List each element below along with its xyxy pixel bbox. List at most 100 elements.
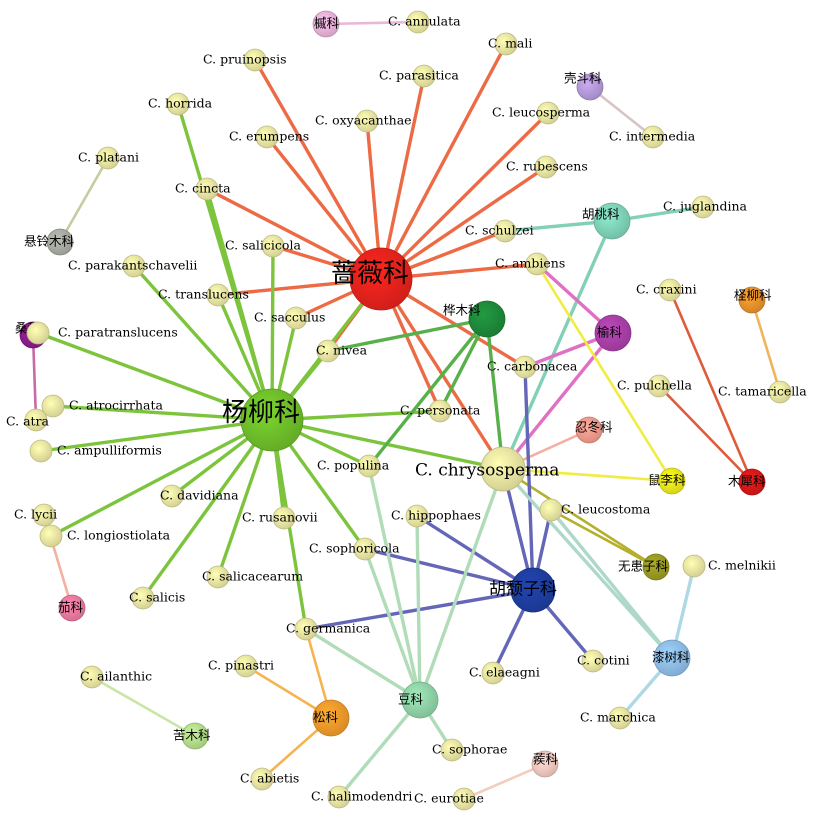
node-circle-qishu — [653, 639, 691, 677]
node-circle-paratranslucens — [26, 321, 50, 345]
node-circle-muxi — [738, 468, 766, 496]
edge-wuhuanzi-leucostoma — [549, 508, 658, 569]
edge-qian-annulata — [324, 20, 420, 26]
node-label-leucostoma: C. leucostoma — [561, 502, 651, 517]
node-wuhuanzi: 无患子科 — [618, 553, 670, 581]
node-label-elaeagni: C. elaeagni — [469, 665, 540, 680]
edge-qiangwei-cincta — [205, 187, 383, 281]
node-ampulliformis: C. ampulliformis — [29, 439, 162, 463]
node-circle-longiostiolata — [39, 524, 63, 548]
node-ji: 蒺科 — [531, 750, 559, 778]
node-ailanthic: C. ailanthic — [80, 665, 152, 689]
node-hutao: 胡桃科 — [582, 202, 631, 240]
node-qie: 茄科 — [58, 594, 86, 622]
node-label-cincta: C. cincta — [175, 181, 231, 196]
node-circle-hutuizi — [510, 567, 556, 613]
node-schulzei: C. schulzei — [465, 219, 534, 243]
node-label-nivea: C. nivea — [316, 343, 368, 358]
node-circle-xuanlingmu — [46, 228, 74, 256]
node-muxi: 木犀科 — [728, 468, 766, 496]
node-circle-davidiana — [160, 484, 184, 508]
edge-qishu-leucostoma — [549, 508, 674, 660]
node-label-ambiens: C. ambiens — [495, 256, 565, 271]
edge-huanmu-chrysosperma — [485, 317, 505, 471]
node-rusanovii: C. rusanovii — [242, 506, 318, 530]
node-erumpens: C. erumpens — [229, 125, 309, 149]
node-circle-oxyacanthae — [355, 109, 379, 133]
node-qishu: 漆树科 — [652, 639, 691, 677]
node-label-chrysosperma: C. chrysosperma — [415, 461, 559, 481]
node-circle-qian — [312, 10, 340, 38]
node-circle-leucosperma — [536, 101, 560, 125]
node-circle-germanica — [294, 617, 318, 641]
node-label-juglandina: C. juglandina — [663, 199, 748, 214]
node-label-eurotiae: C. eurotiae — [414, 791, 484, 806]
edge-dou-populina — [367, 464, 422, 702]
node-shuli: 鼠李科 — [648, 467, 686, 495]
node-circle-parasitica — [412, 64, 436, 88]
node-circle-personata — [428, 399, 452, 423]
node-lycii: C. lycii — [14, 503, 57, 527]
node-xuanlingmu: 悬铃木科 — [24, 228, 75, 256]
node-label-annulata: C. annulata — [388, 14, 461, 29]
node-label-parasitica: C. parasitica — [379, 68, 459, 83]
node-label-germanica: C. germanica — [286, 621, 371, 636]
node-label-ampulliformis: C. ampulliformis — [57, 443, 162, 458]
node-label-populina: C. populina — [317, 458, 390, 473]
node-circle-huanmu — [468, 300, 506, 338]
node-circle-leucostoma — [539, 498, 563, 522]
node-circle-wuhuanzi — [642, 553, 670, 581]
node-label-rusanovii: C. rusanovii — [242, 510, 318, 525]
node-germanica: C. germanica — [286, 617, 371, 641]
edge-dou-hippophaes — [415, 514, 422, 702]
node-label-cotini: C. cotini — [577, 653, 630, 668]
node-circle-nivea — [316, 339, 340, 363]
node-circle-dou — [401, 681, 439, 719]
edge-hutuizi-hippophaes — [415, 514, 535, 592]
node-leucostoma: C. leucostoma — [539, 498, 651, 522]
node-parasitica: C. parasitica — [379, 64, 459, 88]
node-melnikii: C. melnikii — [682, 554, 776, 578]
node-circle-translucens — [206, 283, 230, 307]
node-label-leucosperma: C. leucosperma — [492, 105, 591, 120]
node-paratranslucens: C. paratranslucens — [26, 321, 178, 345]
node-annulata: C. annulata — [388, 10, 461, 34]
node-label-marchica: C. marchica — [580, 710, 656, 725]
node-label-huanmu: 桦木科 — [443, 303, 481, 318]
edge-qiangwei-rubescens — [379, 165, 548, 281]
node-circle-annulata — [406, 10, 430, 34]
edge-sang-atra — [31, 333, 38, 422]
node-cincta: C. cincta — [175, 177, 231, 201]
node-circle-rusanovii — [272, 506, 296, 530]
node-label-sophorae: C. sophorae — [432, 742, 507, 757]
node-label-qian: 槭科 — [314, 16, 340, 31]
node-circle-ambiens — [525, 252, 549, 276]
node-label-kumu: 苦木科 — [173, 728, 211, 743]
node-circle-pinastri — [234, 654, 258, 678]
node-label-atrocirrhata: C. atrocirrhata — [69, 398, 164, 413]
node-pruinopsis: C. pruinopsis — [203, 48, 287, 72]
node-label-oxyacanthae: C. oxyacanthae — [315, 113, 412, 128]
node-circle-atra — [24, 408, 48, 432]
node-circle-song — [312, 699, 350, 737]
node-davidiana: C. davidiana — [160, 484, 239, 508]
node-song: 松科 — [312, 699, 350, 737]
node-atrocirrhata: C. atrocirrhata — [41, 394, 164, 418]
edge-muxi-pulchella — [657, 384, 754, 484]
node-sophorae: C. sophorae — [432, 738, 507, 762]
node-horrida: C. horrida — [148, 92, 213, 116]
node-platani: C. platani — [78, 146, 139, 170]
edge-yangliu-paratranslucens — [36, 331, 274, 422]
node-abietis: C. abietis — [240, 767, 299, 791]
node-label-xuanlingmu: 悬铃木科 — [24, 234, 75, 249]
node-personata: C. personata — [400, 399, 481, 423]
node-longiostiolata: C. longiostiolata — [39, 524, 171, 548]
edge-qiangwei-pruinopsis — [253, 58, 383, 281]
node-craxini: C. craxini — [636, 278, 697, 302]
node-circle-carbonacea — [513, 355, 537, 379]
node-label-salicis: C. salicis — [129, 590, 185, 605]
node-marchica: C. marchica — [580, 706, 656, 730]
node-leucosperma: C. leucosperma — [492, 101, 591, 125]
node-label-mali: C. mali — [488, 36, 532, 51]
